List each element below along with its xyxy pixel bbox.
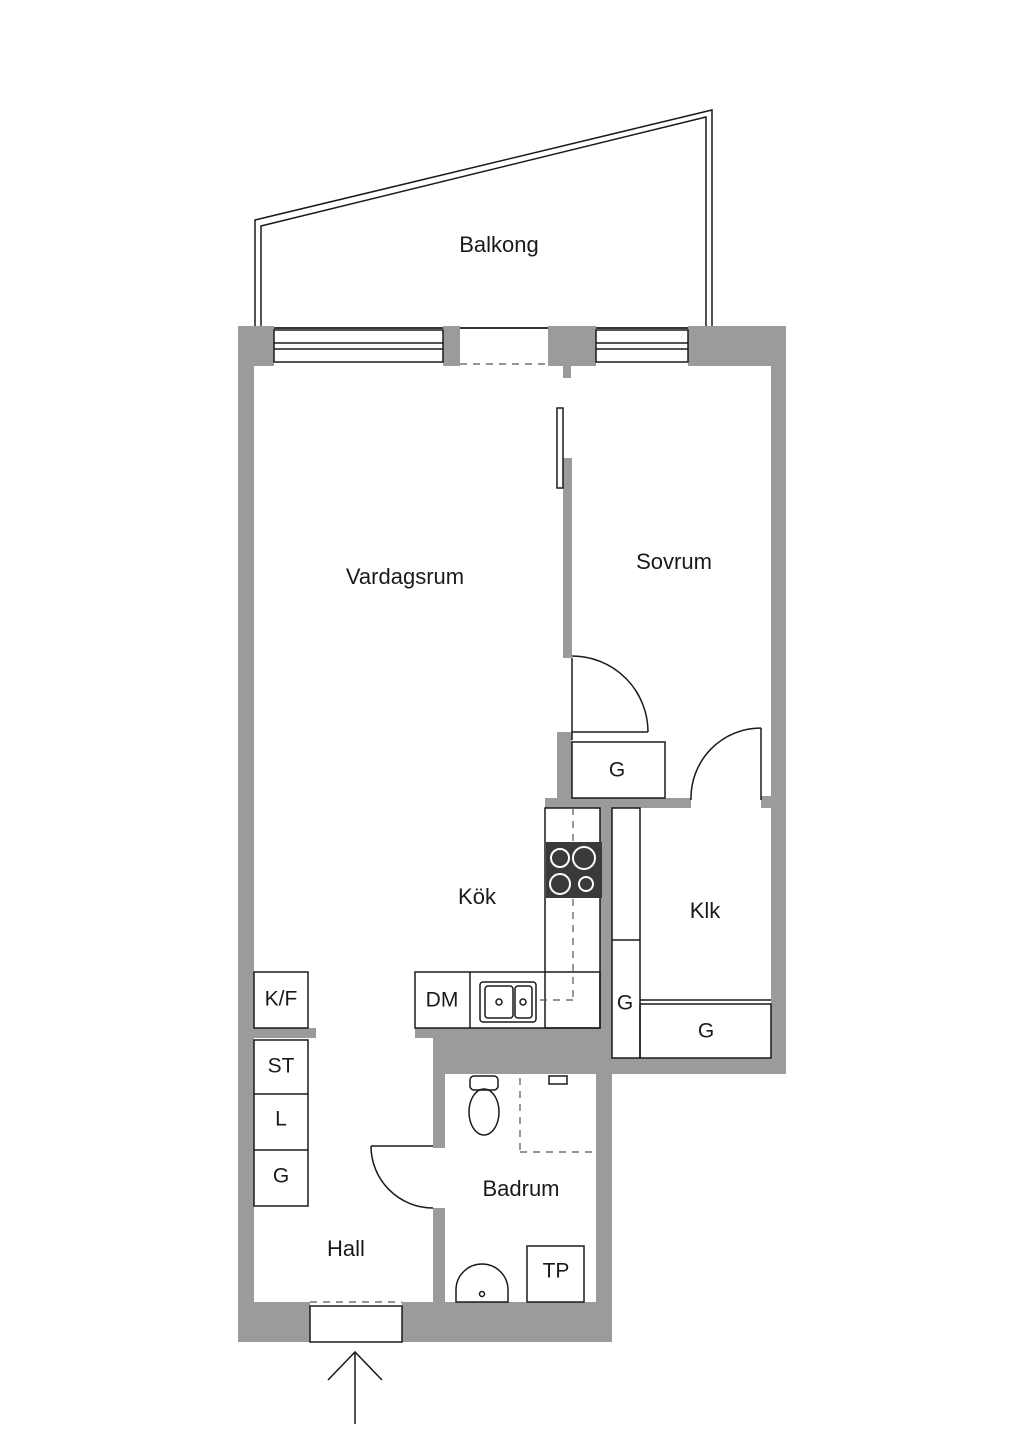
door-sovrum: [571, 655, 649, 740]
fixture-label-g-sovrum: G: [609, 759, 625, 782]
kitchen-sink: [479, 981, 537, 1023]
fixture-label-g-klk-bottom: G: [698, 1020, 714, 1043]
balcony: [254, 109, 713, 329]
hall-closets: [253, 1039, 309, 1207]
walls: [238, 326, 786, 1343]
entrance-arrow-icon: [327, 1350, 383, 1424]
fixture-label-l: L: [275, 1108, 287, 1131]
room-label-vardagsrum: Vardagsrum: [346, 564, 464, 589]
door-klk: [690, 727, 762, 801]
door-badrum: [370, 1145, 434, 1209]
fixture-label-g-hall: G: [273, 1165, 289, 1188]
room-label-balkong: Balkong: [459, 232, 539, 257]
thresholds: [310, 363, 548, 1303]
fixture-label-st: ST: [268, 1055, 295, 1078]
room-label-badrum: Badrum: [482, 1176, 559, 1201]
fixture-label-tp: TP: [543, 1260, 570, 1283]
bathroom-fixtures: [455, 1075, 596, 1303]
kitchen-counter: [414, 807, 601, 1029]
closet-sovrum: [571, 741, 666, 799]
klk-closets: [611, 807, 772, 1059]
fixture-label-dm: DM: [426, 989, 459, 1012]
fixture-label-g-klk-side: G: [617, 992, 633, 1015]
room-label-hall: Hall: [327, 1236, 365, 1261]
stove: [546, 842, 602, 898]
fixture-label-kf: K/F: [265, 988, 298, 1011]
room-label-kok: Kök: [458, 884, 497, 909]
fridge-freezer: [253, 971, 309, 1029]
room-label-sovrum: Sovrum: [636, 549, 712, 574]
room-label-klk: Klk: [690, 898, 722, 923]
